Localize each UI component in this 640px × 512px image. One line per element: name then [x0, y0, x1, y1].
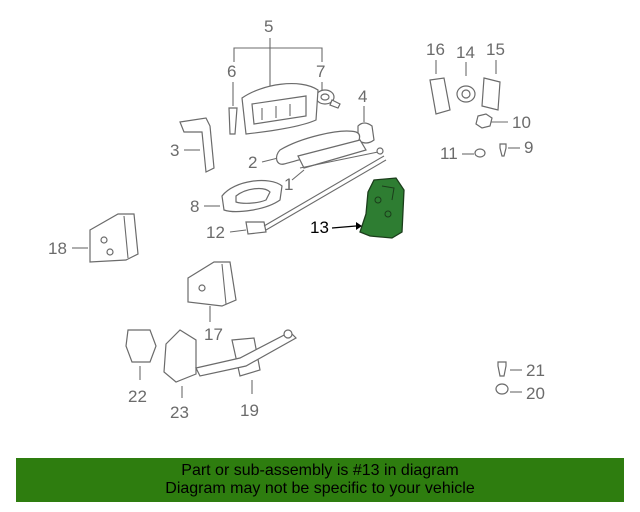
part-10-nut — [475, 113, 493, 129]
callout-7: 7 — [316, 62, 325, 81]
callout-5: 5 — [264, 17, 273, 36]
callout-1: 1 — [284, 175, 293, 194]
outer-handle-housing — [241, 83, 319, 135]
part-23-bracket — [163, 329, 197, 383]
callout-13: 13 — [310, 218, 329, 237]
callout-22: 22 — [128, 387, 147, 406]
part-9-screw — [499, 143, 507, 157]
vehicle-notice-banner: Part or sub-assembly is #13 in diagram D… — [16, 458, 624, 502]
callout-5-bracket — [233, 38, 323, 92]
callout-8: 8 — [190, 197, 199, 216]
banner-line-2: Diagram may not be specific to your vehi… — [165, 480, 475, 497]
part-18-hinge — [89, 213, 139, 263]
banner-line-1: Part or sub-assembly is #13 in diagram — [181, 462, 459, 479]
part-12-cable-end — [245, 221, 267, 235]
callout-3: 3 — [170, 141, 179, 160]
callout-12: 12 — [206, 223, 225, 242]
part-21-bolt — [497, 361, 507, 377]
callout-10: 10 — [512, 113, 531, 132]
callout-16: 16 — [426, 40, 445, 59]
part-16-plate — [429, 77, 451, 115]
callout-20: 20 — [526, 384, 545, 403]
part-15-striker-plate — [481, 77, 501, 111]
part-13-door-latch — [359, 177, 405, 239]
part-20-nut — [495, 383, 509, 395]
part-19-door-check — [195, 329, 297, 377]
callout-4: 4 — [358, 87, 367, 106]
callout-15: 15 — [486, 40, 505, 59]
callout-14: 14 — [456, 43, 475, 62]
callout-6: 6 — [227, 62, 236, 81]
callout-9: 9 — [524, 138, 533, 157]
part-11-washer — [474, 148, 486, 158]
part-3-bracket — [179, 117, 215, 173]
callout-19: 19 — [240, 401, 259, 420]
part-6-clip — [228, 107, 238, 135]
callout-2: 2 — [248, 153, 257, 172]
part-7-grommet — [315, 89, 341, 109]
callout-18: 18 — [48, 239, 67, 258]
part-17-hinge — [187, 261, 237, 307]
part-22-bracket — [125, 329, 157, 363]
callout-21: 21 — [526, 361, 545, 380]
part-1-rod — [297, 139, 367, 169]
callout-11: 11 — [440, 144, 458, 163]
part-14-cap — [456, 85, 476, 103]
callout-17: 17 — [204, 325, 223, 344]
callout-23: 23 — [170, 403, 189, 422]
